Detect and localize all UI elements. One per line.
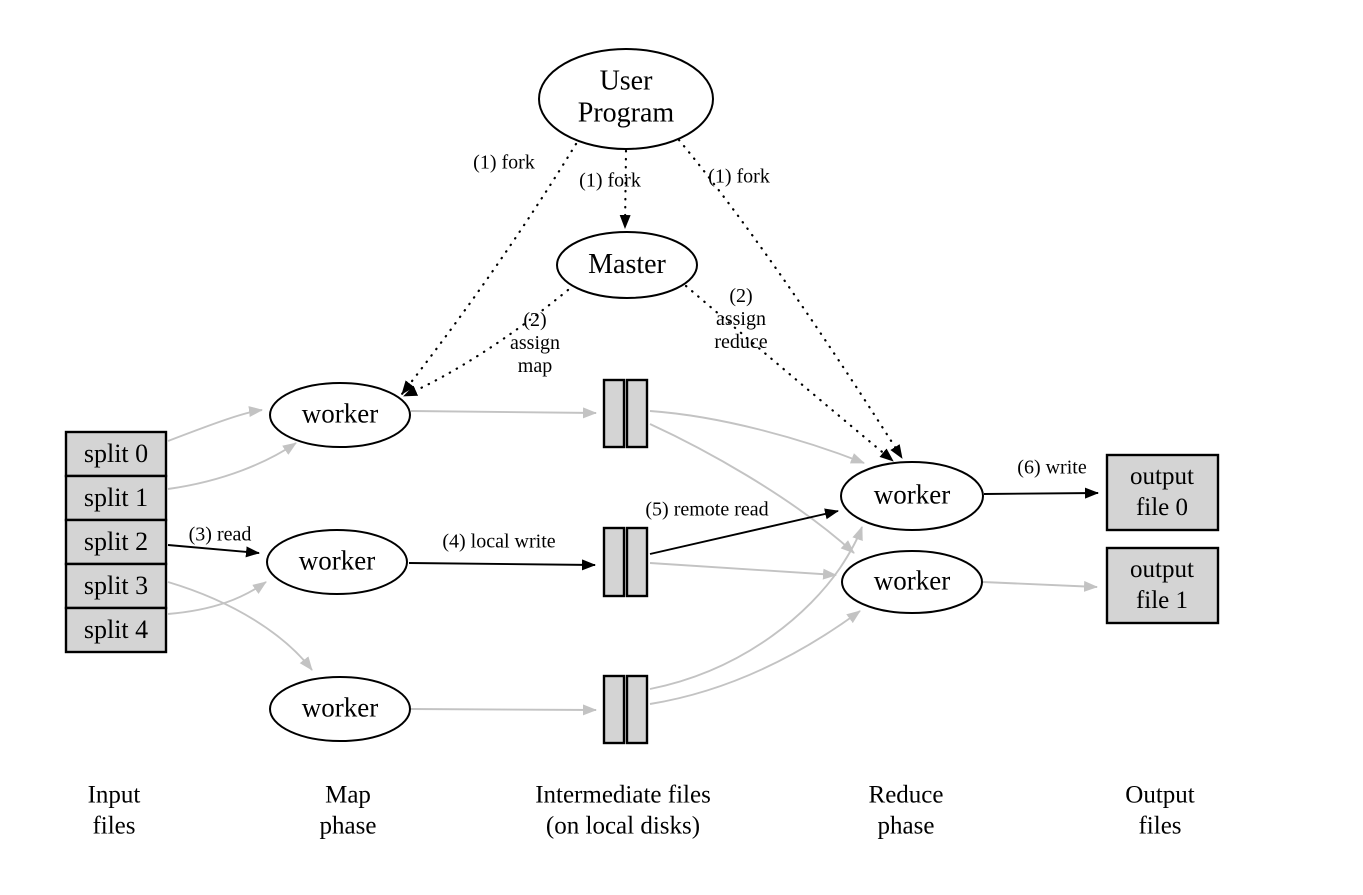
arrow-assign-map-master-to-map-worker1: [402, 288, 570, 398]
output-file1-box: [1105, 546, 1220, 625]
arrow-split3-to-map-worker3: [167, 581, 313, 671]
split1-box: [64, 474, 168, 522]
split4-box: [64, 606, 168, 654]
master-ellipse: [556, 231, 698, 299]
intermediate-file2-right-cell: [625, 526, 649, 598]
intermediate-file3-left-cell: [602, 674, 626, 745]
split2-box: [64, 518, 168, 566]
reduce-worker1-ellipse: [840, 461, 984, 531]
arrow-intermediate1-to-reduce-worker1: [649, 410, 865, 464]
arrow-intermediate2-to-reduce-worker2: [649, 562, 837, 580]
black-arrows: [167, 487, 1099, 571]
arrow-reduce-worker2-to-output1: [982, 580, 1098, 592]
split3-box: [64, 562, 168, 610]
arrow-intermediate3-to-reduce-worker1: [649, 526, 863, 690]
intermediate-files-icons: [602, 378, 649, 745]
output-files-boxes: [1105, 453, 1220, 625]
arrow-write-reduce-worker1-to-output0: [983, 487, 1099, 499]
dotted-control-arrows: [400, 138, 904, 463]
arrow-intermediate3-to-reduce-worker2: [649, 610, 861, 705]
arrow-fork-user-program-to-reduce-worker1: [677, 138, 904, 460]
map-worker3-ellipse: [269, 676, 411, 742]
arrow-split4-to-map-worker2: [167, 581, 267, 615]
process-ellipses: [266, 48, 984, 742]
intermediate-file1-left-cell: [602, 378, 626, 449]
input-splits-stack: [64, 430, 168, 654]
arrow-map-worker1-to-intermediate1: [410, 407, 597, 419]
intermediate-file1-right-cell: [625, 378, 649, 449]
arrow-read-split2-to-map-worker2: [167, 544, 260, 558]
map-worker1-ellipse: [269, 382, 411, 448]
arrow-local-write-map-worker2-to-intermediate2: [408, 559, 596, 571]
reduce-worker2-ellipse: [841, 550, 983, 614]
intermediate-file3-right-cell: [625, 674, 649, 745]
arrow-remote-read-intermediate2-to-reduce-worker1: [649, 508, 839, 555]
split0-box: [64, 430, 168, 478]
arrow-assign-reduce-master-to-reduce-worker1: [684, 284, 895, 463]
arrow-fork-user-program-to-map-worker1: [400, 142, 578, 396]
output-file0-box: [1105, 453, 1220, 532]
arrow-intermediate1-to-reduce-worker2: [649, 423, 855, 554]
arrow-split0-to-map-worker1: [167, 406, 263, 442]
gray-arrows: [167, 406, 1098, 716]
arrow-map-worker3-to-intermediate3: [410, 704, 597, 716]
arrow-fork-user-program-to-master: [619, 149, 631, 230]
intermediate-file2-left-cell: [602, 526, 626, 598]
arrow-split1-to-map-worker1: [167, 442, 297, 490]
user-program-ellipse: [538, 48, 714, 150]
map-worker2-ellipse: [266, 529, 408, 595]
